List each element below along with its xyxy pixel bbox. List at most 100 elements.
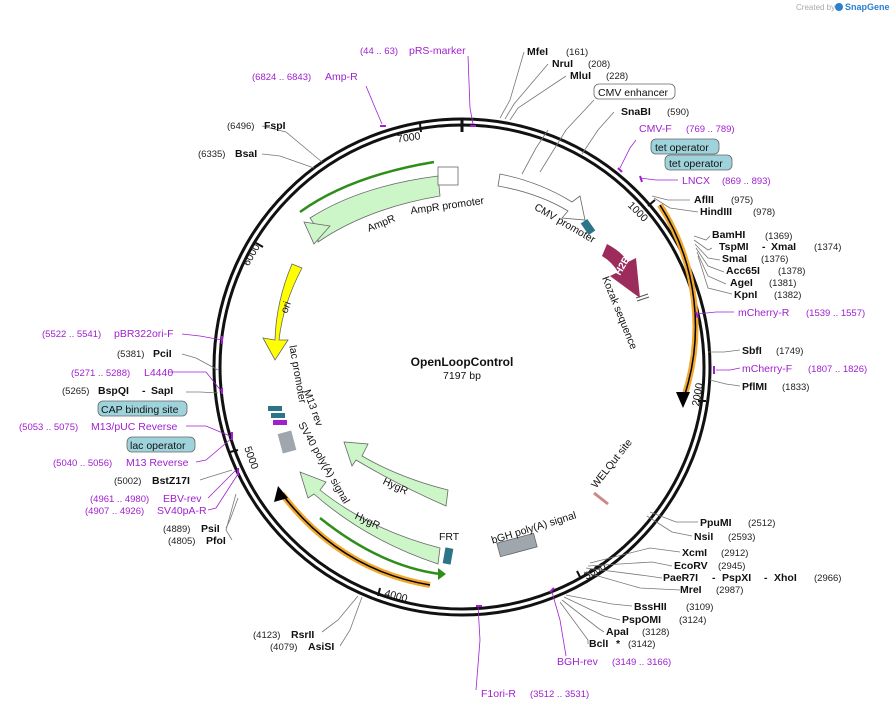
enzyme-snabi: SnaBI(590)	[621, 106, 689, 118]
svg-text:NsiI: NsiI	[694, 531, 713, 543]
primer-markers	[221, 125, 715, 607]
ori-arrow	[262, 263, 303, 361]
welqut-label: WELQut site	[589, 437, 635, 491]
primer-m13-puc-reverse: (5053 .. 5075) M13/pUC Reverse	[19, 421, 178, 433]
enzyme-hindiii: HindIII(978)	[700, 206, 775, 218]
svg-text:-: -	[764, 572, 768, 584]
svg-text:PfoI: PfoI	[206, 535, 226, 547]
svg-text:-: -	[762, 241, 766, 253]
svg-text:AsiSI: AsiSI	[308, 641, 334, 653]
svg-text:AflII: AflII	[694, 194, 714, 206]
svg-text:(4123): (4123)	[253, 630, 280, 641]
svg-text:-: -	[712, 572, 716, 584]
svg-text:(1807 .. 1826): (1807 .. 1826)	[808, 364, 867, 375]
svg-text:(3142): (3142)	[628, 639, 655, 650]
primer-leaders	[168, 55, 741, 691]
svg-text:XhoI: XhoI	[774, 572, 797, 584]
svg-text:(1381): (1381)	[769, 278, 796, 289]
svg-text:(1378): (1378)	[778, 266, 805, 277]
enzyme-pcii: (5381)PciI	[117, 348, 172, 360]
svg-text:tet operator: tet operator	[655, 142, 709, 154]
enzyme-sbfi: SbfI(1749)	[742, 345, 803, 357]
svg-text:HindIII: HindIII	[700, 206, 732, 218]
svg-text:PspXI: PspXI	[722, 572, 751, 584]
svg-text:(6824 .. 6843): (6824 .. 6843)	[252, 72, 311, 83]
svg-text:ApaI: ApaI	[606, 626, 629, 638]
svg-text:PciI: PciI	[153, 348, 172, 360]
enzyme-bcli: BclI*(3142)	[589, 638, 655, 650]
svg-text:(1376): (1376)	[761, 254, 788, 265]
enzyme-agei: AgeI(1381)	[730, 277, 796, 289]
svg-text:(3149 .. 3166): (3149 .. 3166)	[612, 657, 671, 668]
bgh-box	[496, 532, 538, 558]
svg-text:EBV-rev: EBV-rev	[163, 493, 202, 505]
plasmid-name: OpenLoopControl	[411, 355, 514, 369]
enzyme-bsai: (6335)BsaI	[198, 148, 257, 160]
primer-l4440: (5271 .. 5288)L4440	[71, 367, 173, 379]
enzyme-bspqi-sapi: (5265)BspQI-SapI	[62, 385, 173, 397]
label-cap-binding-site: CAP binding site	[97, 400, 188, 417]
hygr-line	[319, 517, 441, 576]
svg-text:(769 .. 789): (769 .. 789)	[686, 124, 735, 135]
svg-text:CAP binding site: CAP binding site	[101, 404, 179, 416]
created-by-text: Created by	[796, 3, 835, 12]
svg-text:SV40pA-R: SV40pA-R	[157, 505, 207, 517]
frt-label: FRT	[439, 531, 460, 543]
svg-text:(2966): (2966)	[814, 573, 841, 584]
svg-text:BsaI: BsaI	[235, 148, 257, 160]
svg-text:(5265): (5265)	[62, 386, 89, 397]
svg-text:(1833): (1833)	[782, 382, 809, 393]
svg-text:(2987): (2987)	[716, 585, 743, 596]
svg-text:4000: 4000	[383, 587, 409, 605]
svg-text:(208): (208)	[588, 59, 610, 70]
tick-3000: 3000	[576, 560, 608, 582]
svg-text:(228): (228)	[606, 71, 628, 82]
svg-text:PsiI: PsiI	[201, 523, 220, 535]
svg-text:-: -	[142, 385, 146, 397]
svg-text:SapI: SapI	[151, 385, 173, 397]
primer-f1ori-r: F1ori-R(3512 .. 3531)	[481, 688, 589, 700]
svg-text:(6496): (6496)	[227, 121, 254, 132]
enzyme-ecorv: EcoRV(2945)	[674, 560, 745, 572]
svg-text:(4889): (4889)	[163, 524, 190, 535]
sv40-box	[277, 430, 297, 454]
svg-text:lac operator: lac operator	[130, 440, 186, 452]
svg-text:(5053 .. 5075): (5053 .. 5075)	[19, 422, 78, 433]
primer-mcherry-r: mCherry-R(1539 .. 1557)	[738, 307, 865, 319]
enzyme-nsii: NsiI(2593)	[694, 531, 755, 543]
svg-text:SmaI: SmaI	[722, 253, 747, 265]
snapgene-logo-icon	[835, 3, 843, 11]
svg-text:LNCX: LNCX	[682, 175, 710, 187]
left-orf-arrowhead	[274, 486, 288, 502]
svg-text:(1749): (1749)	[776, 346, 803, 357]
enzyme-pfoi: (4805)PfoI	[168, 535, 226, 547]
enzyme-kpni: KpnI(1382)	[734, 289, 801, 301]
lac-marker	[268, 406, 282, 411]
svg-text:M13/pUC Reverse: M13/pUC Reverse	[91, 421, 178, 433]
svg-text:CMV-F: CMV-F	[639, 123, 672, 135]
svg-text:(869 .. 893): (869 .. 893)	[722, 176, 771, 187]
frt-box	[442, 547, 454, 565]
svg-text:BclI: BclI	[589, 638, 608, 650]
ampr-promoter-box	[437, 166, 459, 186]
enzyme-acc65i: Acc65I (1378)	[726, 265, 805, 277]
svg-text:KpnI: KpnI	[734, 289, 757, 301]
svg-text:(5522 .. 5541): (5522 .. 5541)	[42, 329, 101, 340]
hygr-arrow-bottom	[299, 471, 441, 565]
svg-text:F1ori-R: F1ori-R	[481, 688, 516, 700]
cmv-promoter-box	[580, 218, 596, 236]
svg-text:Acc65I: Acc65I	[726, 265, 760, 277]
primer-bgh-rev: BGH-rev(3149 .. 3166)	[557, 656, 671, 668]
svg-text:2000: 2000	[690, 382, 706, 407]
svg-text:TspMI: TspMI	[719, 241, 749, 253]
svg-text:(5040 .. 5056): (5040 .. 5056)	[53, 458, 112, 469]
hygr-arrow-top	[343, 441, 449, 507]
svg-text:BamHI: BamHI	[712, 229, 745, 241]
tick-4000: 4000	[377, 587, 409, 605]
enzyme-fspi: (6496)FspI	[227, 120, 286, 132]
svg-text:(44 .. 63): (44 .. 63)	[360, 46, 398, 57]
enzyme-smai: SmaI (1376)	[722, 253, 788, 265]
svg-text:NruI: NruI	[552, 58, 573, 70]
cmv-enhancer-arrow	[497, 173, 586, 221]
svg-text:(1539 .. 1557): (1539 .. 1557)	[806, 308, 865, 319]
